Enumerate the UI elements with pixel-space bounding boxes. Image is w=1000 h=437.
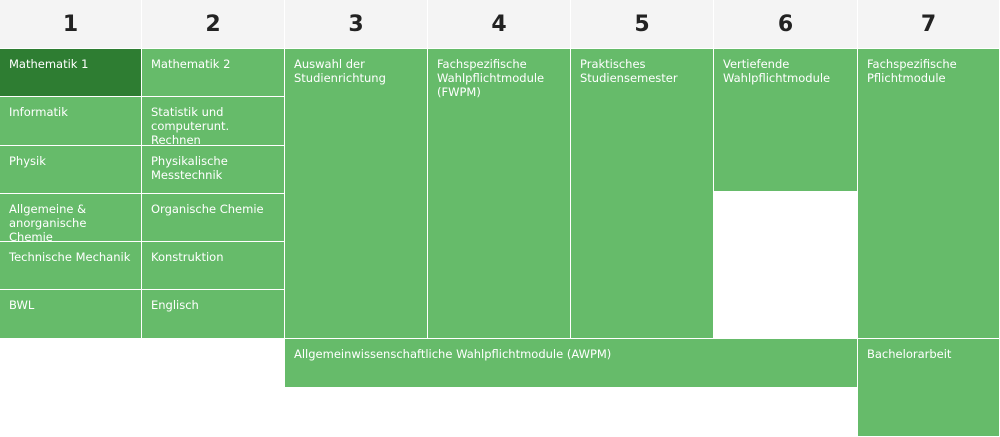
module-organische-chemie[interactable]: Organische Chemie xyxy=(142,194,285,242)
semester-header-2: 2 xyxy=(142,0,285,48)
module-informatik[interactable]: Informatik xyxy=(0,97,142,146)
semester-header-1: 1 xyxy=(0,0,142,48)
module-statistik[interactable]: Statistik und computerunt. Rechnen xyxy=(142,97,285,147)
module-englisch[interactable]: Englisch xyxy=(142,290,285,339)
module-fwpm[interactable]: Fachspezifische Wahlpflichtmodule (FWPM) xyxy=(428,49,571,339)
module-mathematik-1[interactable]: Mathematik 1 xyxy=(0,49,142,97)
module-studienrichtung[interactable]: Auswahl der Studienrichtung xyxy=(285,49,428,339)
module-chemie[interactable]: Allgemeine & anorganische Chemie xyxy=(0,194,142,244)
semester-header-7: 7 xyxy=(858,0,1000,48)
module-bachelorarbeit[interactable]: Bachelorarbeit xyxy=(858,339,1000,437)
module-mathematik-2[interactable]: Mathematik 2 xyxy=(142,49,285,97)
semester-header-5: 5 xyxy=(571,0,714,48)
module-messtechnik[interactable]: Physikalische Messtechnik xyxy=(142,146,285,194)
semester-header-4: 4 xyxy=(428,0,571,48)
semester-header-6: 6 xyxy=(714,0,858,48)
module-pflichtmodule[interactable]: Fachspezifische Pflichtmodule xyxy=(858,49,1000,339)
module-physik[interactable]: Physik xyxy=(0,146,142,194)
module-konstruktion[interactable]: Konstruktion xyxy=(142,242,285,290)
module-praxissemester[interactable]: Praktisches Studiensemester xyxy=(571,49,714,339)
module-bwl[interactable]: BWL xyxy=(0,290,142,339)
module-vertiefende-wpm[interactable]: Vertiefende Wahlpflichtmodule xyxy=(714,49,858,192)
module-awpm[interactable]: Allgemeinwissenschaftliche Wahlpflichtmo… xyxy=(285,339,858,388)
semester-header-3: 3 xyxy=(285,0,428,48)
module-technische-mechanik[interactable]: Technische Mechanik xyxy=(0,242,142,290)
